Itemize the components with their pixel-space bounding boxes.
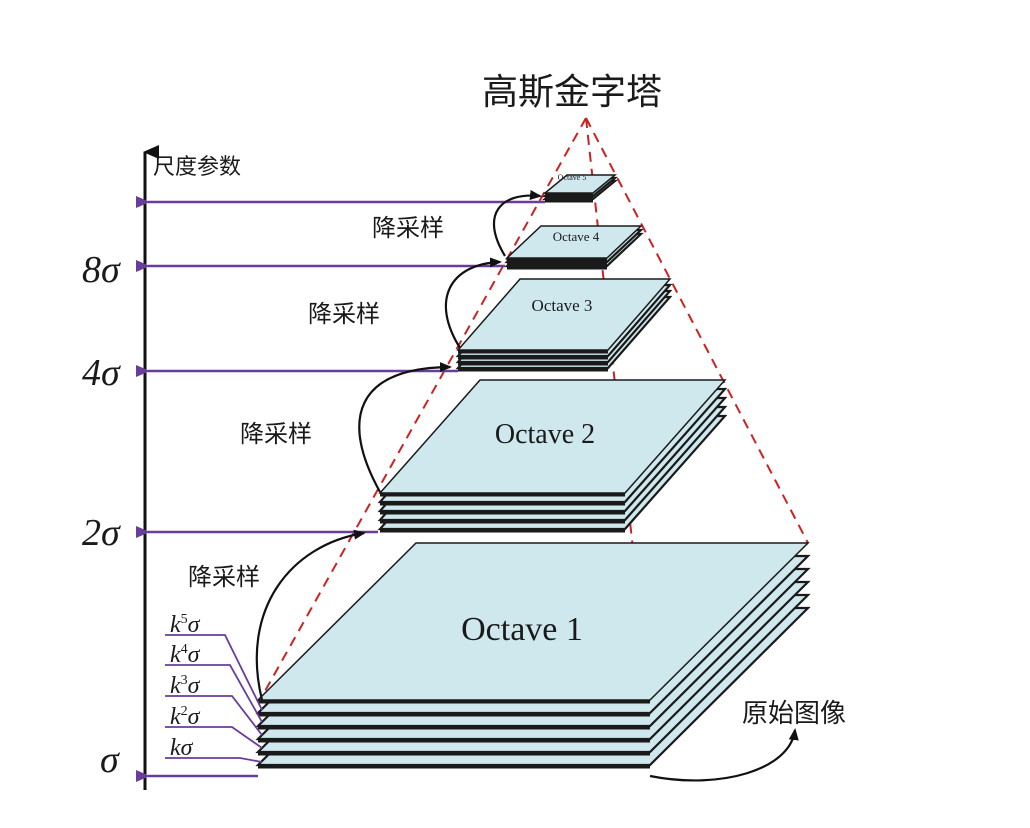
downsample-arrow-3 bbox=[444, 257, 502, 349]
k5-exp: 5 bbox=[181, 612, 188, 627]
scale-value-labels: 8σ 4σ 2σ σ bbox=[82, 249, 121, 781]
k2-exp: 2 bbox=[181, 704, 188, 719]
label-sigma: σ bbox=[100, 739, 120, 781]
octave-stack-1: Octave 1 bbox=[255, 542, 811, 769]
octave-stack-4: Octave 4 bbox=[504, 225, 644, 270]
octave-4-layer-1 bbox=[505, 225, 643, 259]
label-k-sigma: kσ bbox=[170, 735, 194, 761]
k4-exp: 4 bbox=[181, 642, 188, 657]
octave-stack-5: Octave 5 bbox=[541, 173, 619, 203]
octave-stack-2: Octave 2 bbox=[377, 379, 728, 533]
label-k2-sigma: k2σ bbox=[170, 704, 201, 730]
label-8-sigma: 8σ bbox=[82, 249, 121, 291]
k5-base-k: k bbox=[170, 612, 181, 638]
downsample-arrow-1 bbox=[255, 529, 366, 701]
label-k3-sigma: k3σ bbox=[170, 673, 201, 699]
octave-2-layer-1 bbox=[378, 379, 727, 494]
downsample-arrow-4 bbox=[492, 190, 542, 257]
octave-label-3: Octave 3 bbox=[532, 296, 593, 315]
downsample-labels: 降采样 降采样 降采样 降采样 bbox=[188, 214, 444, 591]
downsample-label-1: 降采样 bbox=[188, 563, 260, 591]
k3-exp: 3 bbox=[181, 673, 188, 688]
octave-5-layer-1 bbox=[542, 174, 618, 194]
octave-1-layer-1 bbox=[256, 542, 810, 701]
label-k4-sigma: k4σ bbox=[170, 642, 201, 668]
octave-label-1: Octave 1 bbox=[461, 611, 583, 648]
k-sigma-connectors bbox=[165, 634, 263, 763]
octave-label-2: Octave 2 bbox=[495, 419, 595, 450]
downsample-label-2: 降采样 bbox=[240, 420, 312, 448]
original-image-arrow bbox=[649, 728, 799, 782]
diagram-title: 高斯金字塔 bbox=[482, 72, 662, 113]
k-sigma-labels: k5σ k4σ k3σ k2σ kσ bbox=[170, 612, 201, 761]
original-image-label: 原始图像 bbox=[742, 699, 846, 729]
downsample-label-4: 降采样 bbox=[372, 214, 444, 242]
octave-3-layer-1 bbox=[456, 278, 672, 351]
octave-stacks: Octave 1 Octave 2 Octave 3 Octave 4 Octave 5 bbox=[255, 173, 811, 769]
label-2-sigma: 2σ bbox=[82, 512, 121, 554]
octave-label-4: Octave 4 bbox=[553, 229, 600, 244]
downsample-label-3: 降采样 bbox=[308, 300, 380, 328]
downsample-arrows bbox=[255, 190, 799, 782]
scale-axis-label: 尺度参数 bbox=[153, 155, 241, 180]
octave-label-5: Octave 5 bbox=[558, 173, 587, 182]
octave-stack-3: Octave 3 bbox=[455, 278, 673, 372]
downsample-arrow-2 bbox=[358, 362, 452, 493]
scale-arrows bbox=[136, 196, 545, 782]
label-k5-sigma: k5σ bbox=[170, 612, 201, 638]
label-4-sigma: 4σ bbox=[82, 352, 121, 394]
